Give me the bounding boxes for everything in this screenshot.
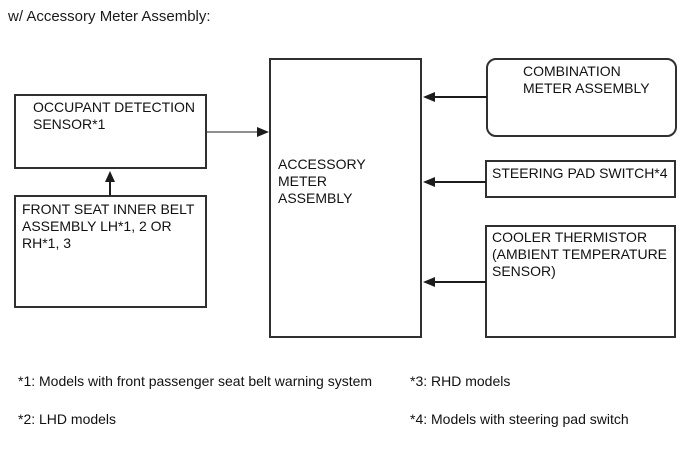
arrow-shaft-combination-to-accessory: [434, 96, 487, 98]
arrow-left-icon: [423, 277, 435, 287]
footnote-1: *1: Models with front passenger seat bel…: [18, 373, 373, 389]
arrow-shaft-occupant-to-accessory: [207, 131, 258, 133]
page-title: w/ Accessory Meter Assembly:: [8, 8, 211, 25]
arrow-shaft-cooler-to-accessory: [434, 281, 486, 283]
box-steering-pad-switch: STEERING PAD SWITCH*4: [485, 160, 676, 198]
footnote-3: *3: RHD models: [410, 373, 511, 389]
footnote-2: *2: LHD models: [18, 411, 117, 427]
footnote-4: *4: Models with steering pad switch: [410, 411, 629, 427]
box-cooler-thermistor: COOLER THERMISTOR (AMBIENT TEMPERATURE S…: [485, 225, 676, 338]
box-occupant-detection-sensor: OCCUPANT DETECTION SENSOR*1: [14, 94, 207, 169]
arrow-shaft-steering-to-accessory: [434, 181, 486, 183]
arrow-right-icon: [257, 127, 269, 137]
box-front-seat-inner-belt-assembly: FRONT SEAT INNER BELT ASSEMBLY LH*1, 2 O…: [14, 195, 207, 308]
box-accessory-meter-assembly: ACCESSORY METER ASSEMBLY: [269, 58, 422, 338]
arrow-left-icon: [423, 177, 435, 187]
box-combination-meter-assembly: COMBINATION METER ASSEMBLY: [486, 58, 677, 137]
arrow-up-icon: [105, 171, 115, 182]
arrow-shaft-front-seat-to-occupant: [109, 181, 111, 195]
arrow-left-icon: [423, 92, 435, 102]
